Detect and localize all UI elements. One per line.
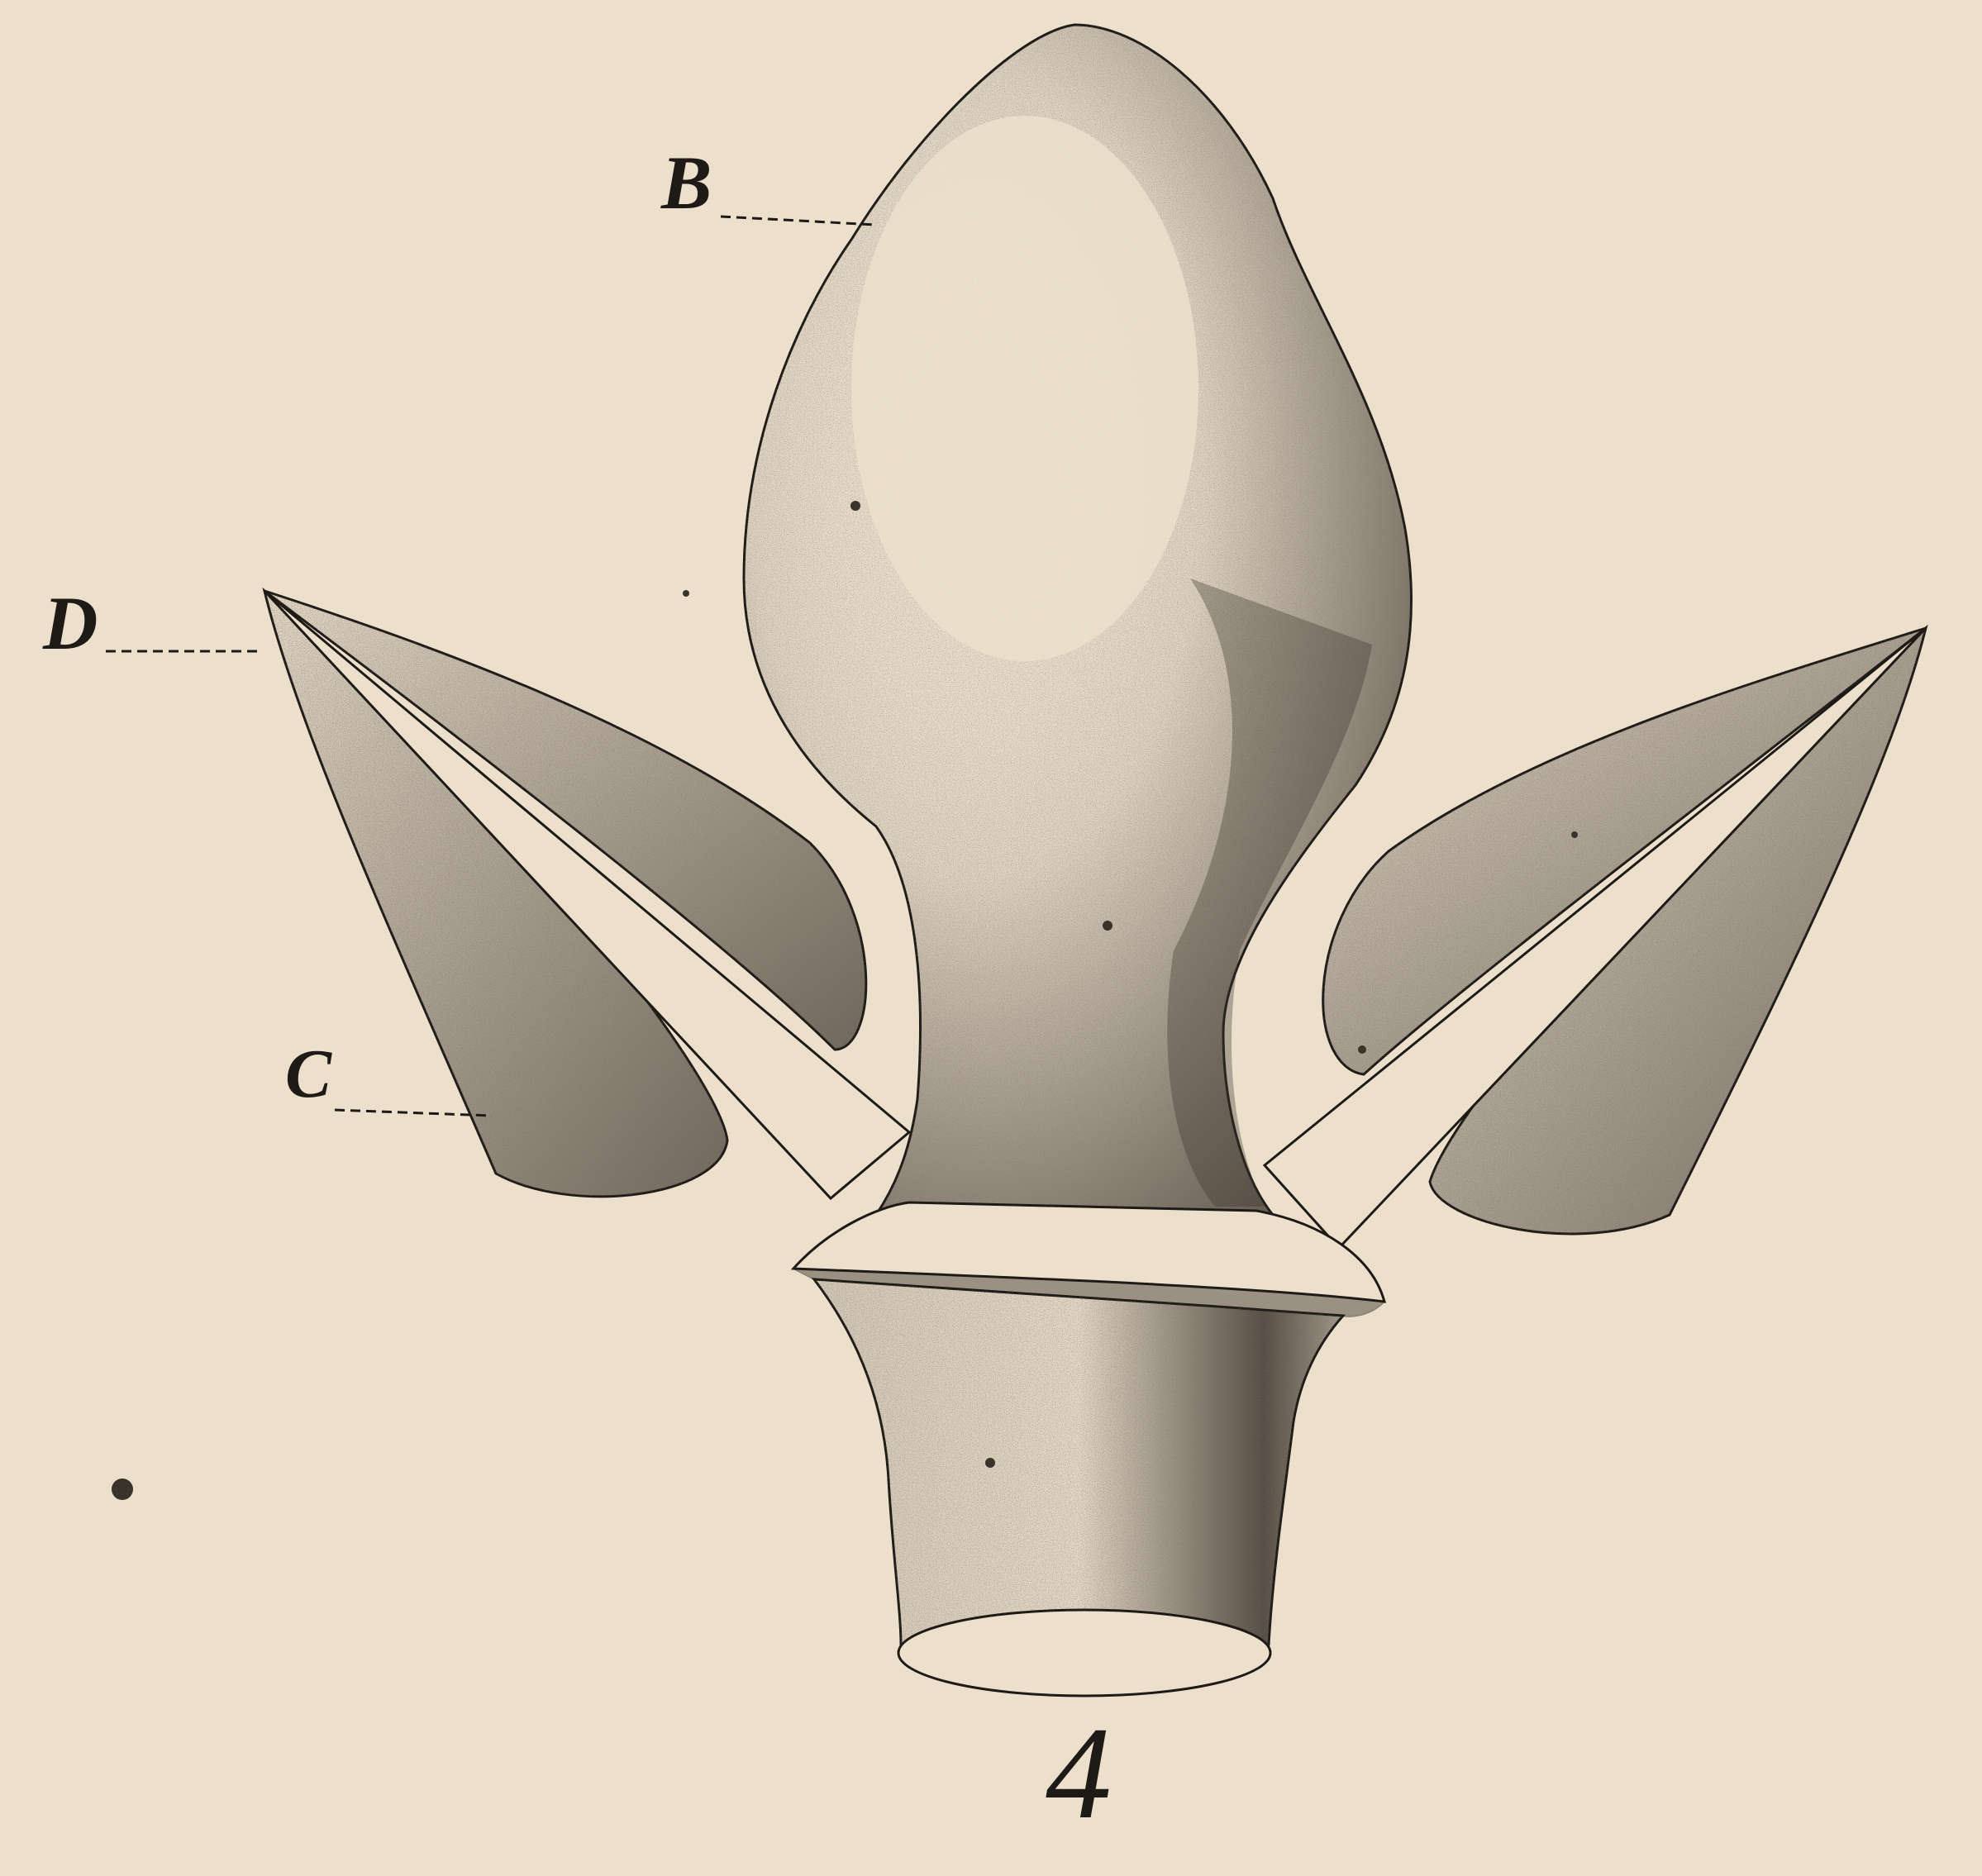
speck bbox=[985, 1458, 995, 1468]
speck bbox=[1358, 1045, 1366, 1054]
speck bbox=[683, 590, 689, 597]
bulb-highlight bbox=[851, 116, 1198, 661]
speck bbox=[112, 1478, 133, 1500]
speck bbox=[1103, 921, 1112, 931]
speck bbox=[1571, 831, 1578, 838]
label-c: C bbox=[285, 1040, 332, 1109]
figure-number: 4 bbox=[1046, 1707, 1112, 1839]
leader-line-b bbox=[721, 217, 876, 225]
base-opening bbox=[898, 1610, 1270, 1696]
label-d: D bbox=[43, 585, 98, 661]
base-cylinder bbox=[814, 1279, 1343, 1696]
speck bbox=[850, 501, 860, 511]
base-stipple bbox=[814, 1279, 1343, 1645]
label-b: B bbox=[661, 145, 712, 221]
